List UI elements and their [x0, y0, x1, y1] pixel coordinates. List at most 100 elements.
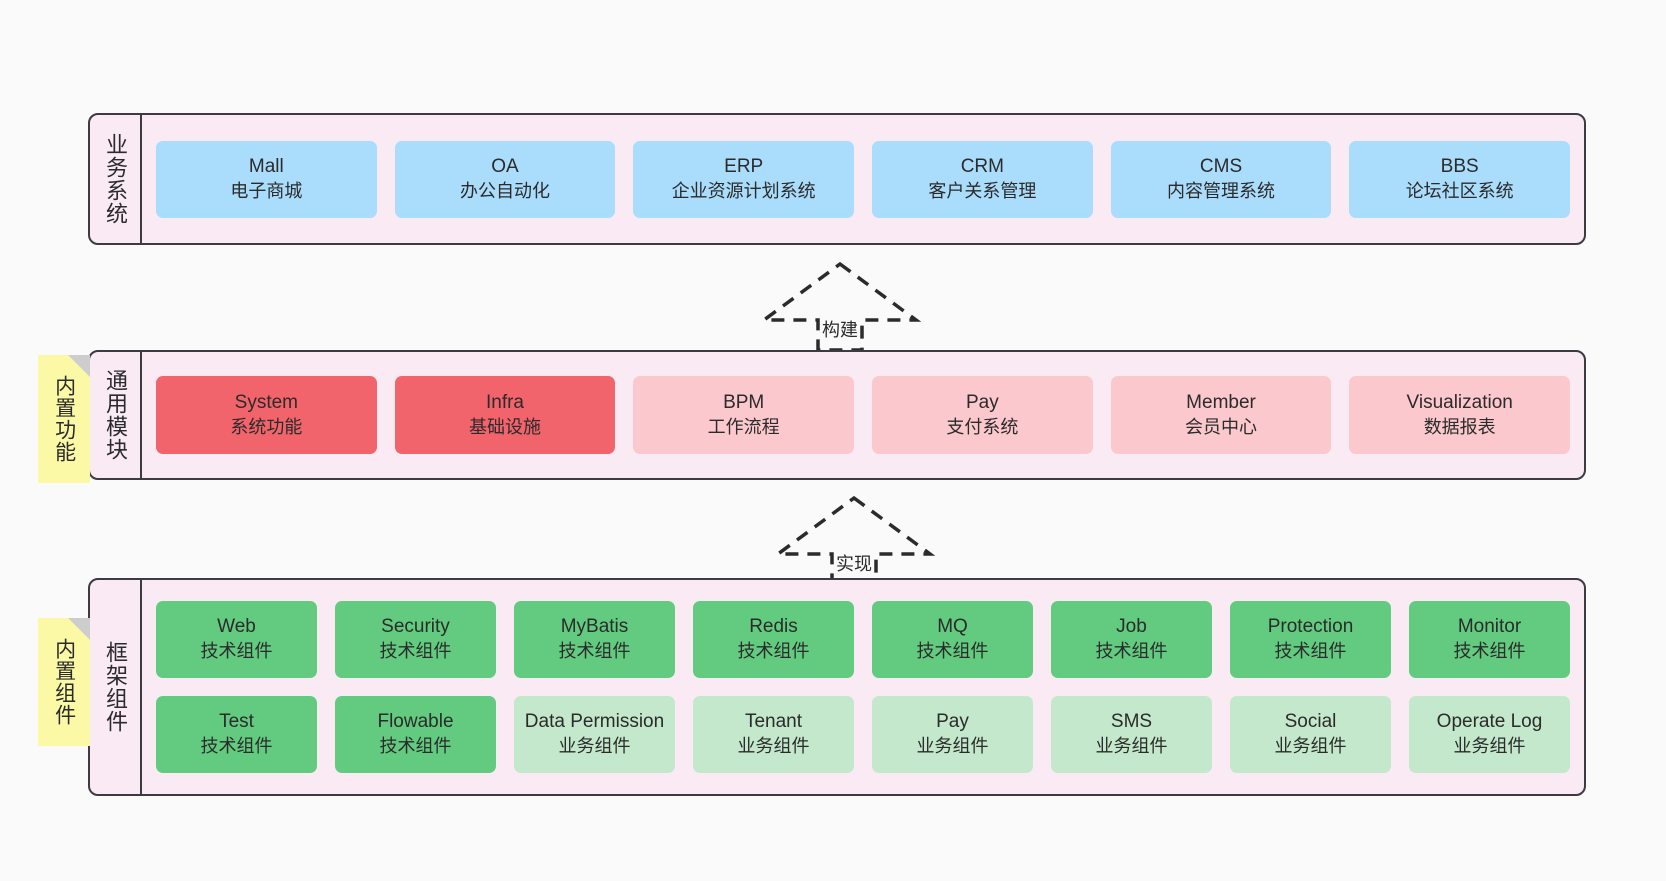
card-title: Web: [217, 616, 256, 638]
layer-label-common-modules: 通用模块: [90, 352, 142, 478]
card-title: Infra: [485, 391, 525, 413]
card-data-permission[interactable]: Data Permission 业务组件: [514, 696, 675, 773]
card-subtitle: 技术组件: [558, 641, 631, 662]
card-title: ERP: [724, 155, 764, 177]
card-title: CRM: [960, 155, 1004, 177]
card-flowable[interactable]: Flowable 技术组件: [335, 696, 496, 773]
note-label: 内置功能: [52, 375, 76, 463]
card-member[interactable]: Member 会员中心: [1110, 376, 1332, 454]
card-visualization[interactable]: Visualization 数据报表: [1349, 376, 1571, 454]
card-subtitle: 基础设施: [469, 416, 541, 437]
card-redis[interactable]: Redis 技术组件: [693, 601, 854, 678]
card-subtitle: 系统功能: [230, 416, 303, 437]
card-subtitle: 企业资源计划系统: [671, 180, 816, 201]
card-bpm[interactable]: BPM 工作流程: [633, 376, 855, 454]
card-title: Pay: [965, 391, 999, 413]
card-title: SMS: [1110, 711, 1153, 733]
layer-body-framework-components: Web 技术组件 Security 技术组件 MyBatis 技术组件 Redi…: [142, 580, 1584, 794]
card-subtitle: 办公自动化: [460, 180, 550, 201]
card-title: System: [234, 391, 299, 413]
card-pay-component[interactable]: Pay 业务组件: [872, 696, 1033, 773]
card-web[interactable]: Web 技术组件: [156, 601, 317, 678]
card-erp[interactable]: ERP 企业资源计划系统: [633, 140, 855, 218]
card-title: Operate Log: [1436, 711, 1543, 733]
note-fold-corner-icon: [68, 618, 90, 640]
card-title: Tenant: [744, 711, 803, 733]
card-subtitle: 数据报表: [1423, 416, 1496, 437]
card-title: Monitor: [1457, 616, 1522, 638]
layer-business-systems: 业务系统 Mall 电子商城 OA 办公自动化 ERP 企业资源计划系统 CRM: [88, 113, 1586, 245]
card-title: Test: [219, 711, 254, 733]
card-oa[interactable]: OA 办公自动化: [394, 140, 616, 218]
card-system[interactable]: System 系统功能: [156, 376, 377, 454]
card-sms[interactable]: SMS 业务组件: [1051, 696, 1212, 773]
layer-label-business-systems: 业务系统: [90, 115, 142, 243]
card-row: Web 技术组件 Security 技术组件 MyBatis 技术组件 Redi…: [156, 601, 1570, 678]
card-subtitle: 技术组件: [1095, 641, 1168, 662]
note-fold-corner-icon: [68, 355, 90, 377]
card-title: BPM: [723, 391, 765, 413]
card-subtitle: 技术组件: [916, 641, 989, 662]
card-mq[interactable]: MQ 技术组件: [872, 601, 1033, 678]
card-subtitle: 技术组件: [737, 641, 810, 662]
card-subtitle: 技术组件: [379, 736, 452, 757]
card-monitor[interactable]: Monitor 技术组件: [1409, 601, 1570, 678]
card-subtitle: 论坛社区系统: [1405, 180, 1514, 201]
note-label: 内置组件: [52, 638, 76, 726]
card-tenant[interactable]: Tenant 业务组件: [693, 696, 854, 773]
card-subtitle: 技术组件: [1453, 641, 1526, 662]
card-row: Mall 电子商城 OA 办公自动化 ERP 企业资源计划系统 CRM 客户关系…: [156, 140, 1571, 218]
card-title: Mall: [248, 155, 284, 177]
card-operate-log[interactable]: Operate Log 业务组件: [1409, 696, 1570, 773]
card-infra[interactable]: Infra 基础设施: [394, 376, 616, 454]
card-subtitle: 技术组件: [1274, 641, 1347, 662]
card-cms[interactable]: CMS 内容管理系统: [1110, 140, 1332, 218]
layer-label-framework-components: 框架组件: [90, 580, 142, 794]
card-subtitle: 业务组件: [558, 736, 631, 757]
card-pay-module[interactable]: Pay 支付系统: [872, 376, 1093, 454]
card-subtitle: 内容管理系统: [1167, 180, 1276, 201]
realize-arrow-label: 实现: [836, 554, 872, 574]
card-job[interactable]: Job 技术组件: [1051, 601, 1212, 678]
card-title: Redis: [749, 616, 798, 638]
card-title: OA: [491, 155, 519, 177]
card-title: Security: [381, 616, 450, 638]
card-mall[interactable]: Mall 电子商城: [156, 140, 377, 218]
card-row: Test 技术组件 Flowable 技术组件 Data Permission …: [156, 696, 1570, 773]
note-builtin-components: 内置组件: [38, 618, 90, 746]
layer-common-modules: 通用模块 System 系统功能 Infra 基础设施 BPM 工作流程 Pay: [88, 350, 1586, 480]
build-arrow: 构建: [752, 258, 928, 354]
card-subtitle: 客户关系管理: [928, 180, 1037, 201]
card-crm[interactable]: CRM 客户关系管理: [872, 140, 1093, 218]
card-title: MyBatis: [560, 616, 629, 638]
card-title: Pay: [936, 711, 969, 733]
layer-body-business-systems: Mall 电子商城 OA 办公自动化 ERP 企业资源计划系统 CRM 客户关系…: [142, 115, 1584, 243]
card-subtitle: 业务组件: [1095, 736, 1168, 757]
card-subtitle: 技术组件: [200, 736, 273, 757]
card-title: Protection: [1267, 616, 1354, 638]
card-subtitle: 业务组件: [1453, 736, 1526, 757]
note-builtin-functions: 内置功能: [38, 355, 90, 483]
card-bbs[interactable]: BBS 论坛社区系统: [1349, 140, 1571, 218]
card-mybatis[interactable]: MyBatis 技术组件: [514, 601, 675, 678]
card-title: Flowable: [377, 711, 454, 733]
card-title: Visualization: [1406, 391, 1513, 413]
card-protection[interactable]: Protection 技术组件: [1230, 601, 1391, 678]
card-subtitle: 业务组件: [1274, 736, 1347, 757]
card-title: Social: [1284, 711, 1337, 733]
realize-arrow: 实现: [766, 492, 942, 588]
card-social[interactable]: Social 业务组件: [1230, 696, 1391, 773]
card-title: Member: [1186, 391, 1256, 413]
layer-framework-components: 框架组件 Web 技术组件 Security 技术组件 MyBatis 技术组件…: [88, 578, 1586, 796]
card-security[interactable]: Security 技术组件: [335, 601, 496, 678]
card-subtitle: 电子商城: [230, 180, 303, 201]
card-title: MQ: [937, 616, 968, 638]
card-subtitle: 业务组件: [916, 736, 989, 757]
build-arrow-label: 构建: [822, 320, 858, 340]
card-title: BBS: [1440, 155, 1479, 177]
card-test[interactable]: Test 技术组件: [156, 696, 317, 773]
card-subtitle: 会员中心: [1185, 416, 1258, 437]
card-subtitle: 业务组件: [737, 736, 810, 757]
card-subtitle: 支付系统: [946, 416, 1019, 437]
